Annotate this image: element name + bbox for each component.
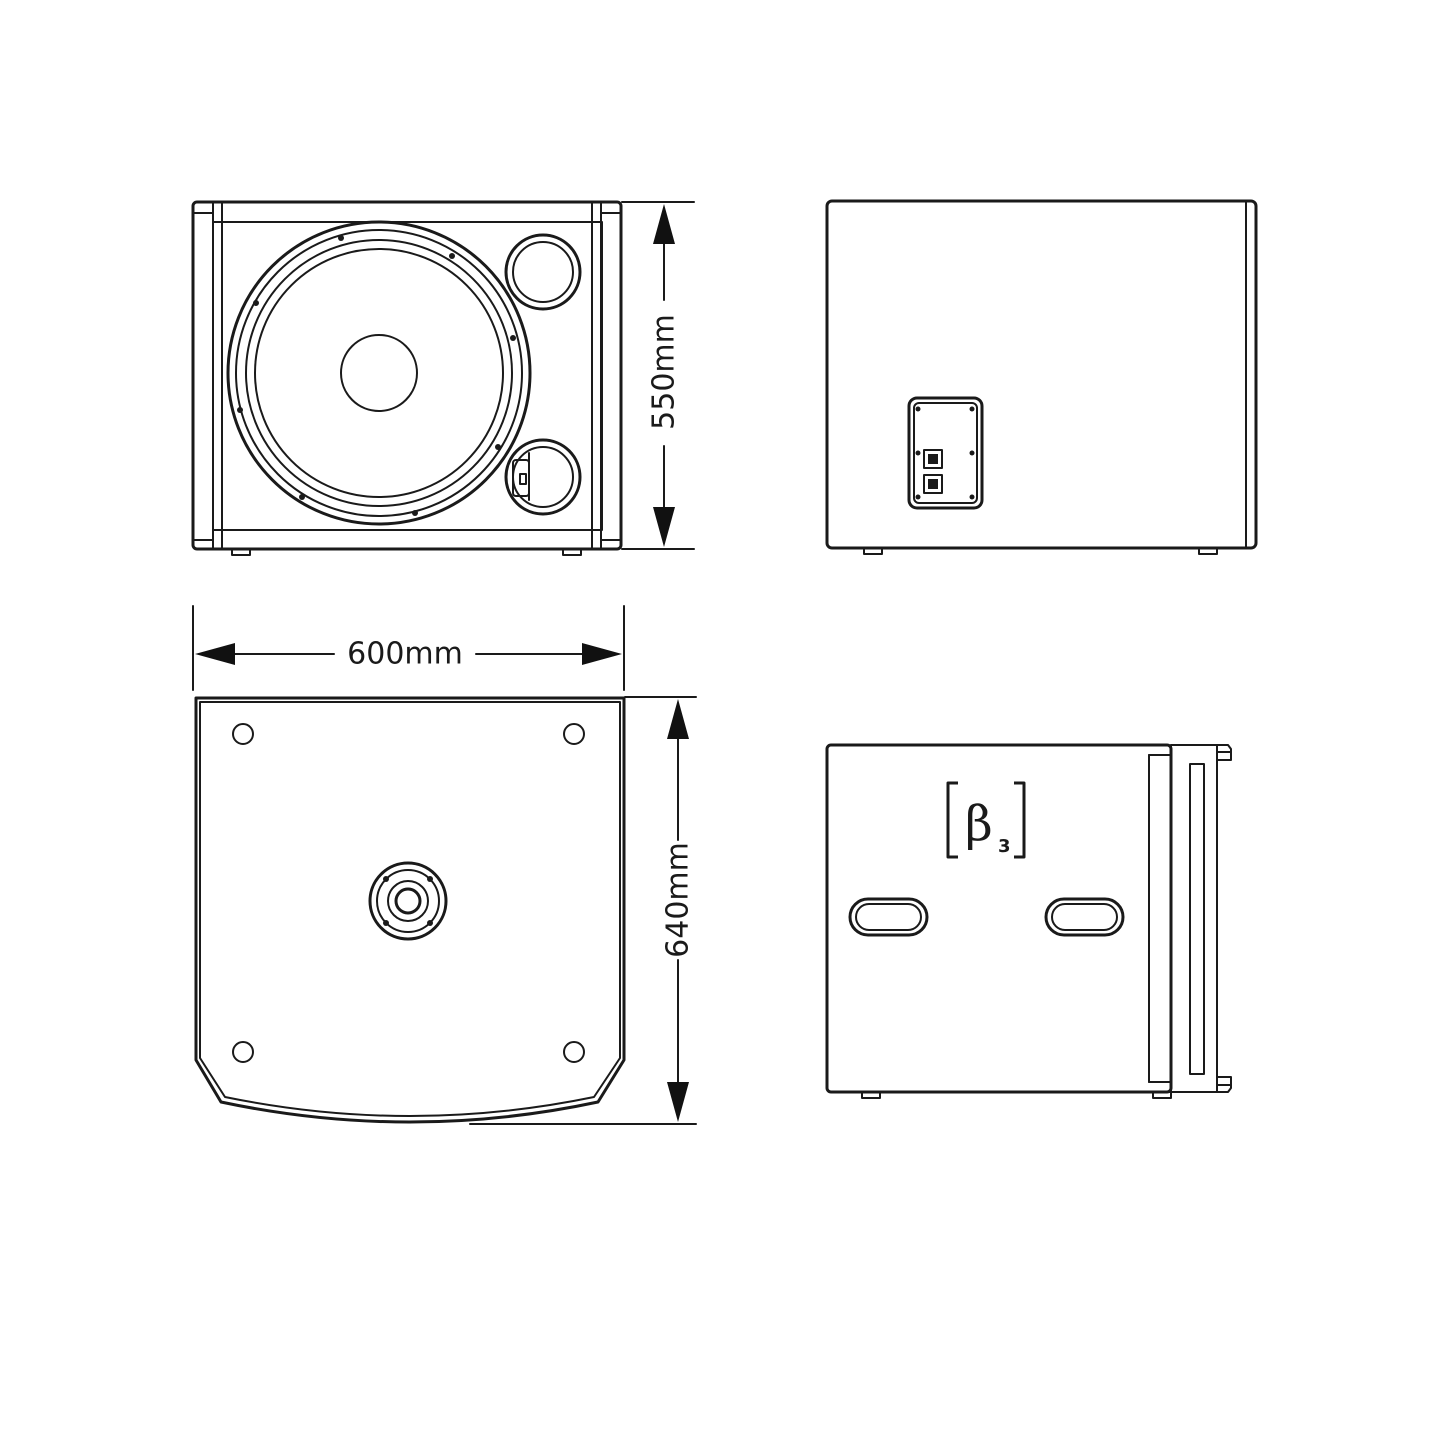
bass-port-top [504, 233, 582, 311]
pole-mount-socket [368, 861, 448, 941]
side-view-logo-handles: β 3 [825, 743, 1232, 1099]
height-dimension: 550mm [621, 201, 695, 550]
width-dimension-label: 600mm [347, 637, 463, 672]
bass-port-bottom [504, 438, 582, 516]
svg-text:3: 3 [998, 836, 1011, 857]
brand-logo: β 3 [946, 781, 1026, 859]
depth-dimension-label: 640mm [661, 842, 696, 958]
front-view [191, 200, 623, 556]
handle-left [848, 897, 929, 937]
side-view-input-panel [825, 199, 1258, 555]
handle-right [1044, 897, 1125, 937]
top-view [194, 696, 626, 1124]
svg-text:β: β [965, 796, 993, 852]
width-dimension: 600mm [192, 605, 625, 691]
connector-panel [907, 396, 984, 510]
depth-dimension: 640mm [469, 696, 697, 1125]
woofer-driver [226, 220, 532, 526]
height-dimension-label: 550mm [647, 314, 682, 430]
